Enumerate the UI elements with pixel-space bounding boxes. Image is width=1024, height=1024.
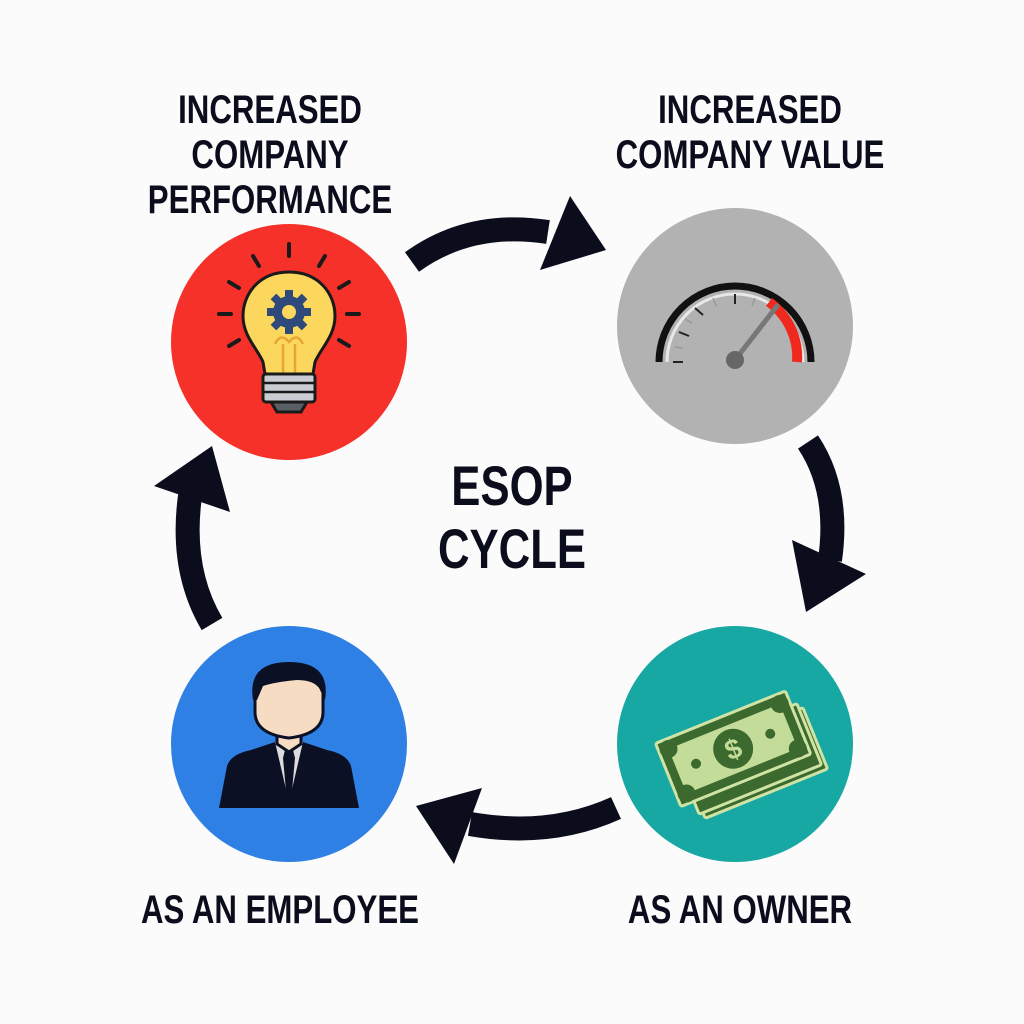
label-as-an-owner: AS AN OWNER — [600, 888, 881, 933]
node-employee — [171, 626, 407, 862]
businessman-icon — [219, 662, 359, 808]
speedometer-gauge-icon — [655, 282, 815, 369]
label-increased-company-performance: INCREASED COMPANY PERFORMANCE — [106, 88, 434, 222]
label-line: AS AN OWNER — [627, 888, 853, 932]
label-line: INCREASED COMPANY — [178, 88, 362, 177]
label-increased-company-value: INCREASED COMPANY VALUE — [602, 88, 898, 178]
label-as-an-employee: AS AN EMPLOYEE — [132, 888, 428, 933]
label-line: INCREASED — [658, 88, 842, 132]
arrow-owner-to-employee — [416, 788, 621, 864]
label-line: COMPANY VALUE — [615, 132, 885, 177]
arrow-value-to-owner — [792, 435, 866, 612]
arrow-performance-to-value — [404, 196, 606, 272]
center-title-line: CYCLE — [437, 516, 587, 580]
lightbulb-gear-icon — [217, 242, 361, 414]
label-line: AS AN EMPLOYEE — [141, 888, 419, 932]
node-value — [617, 208, 853, 444]
label-line: PERFORMANCE — [147, 177, 393, 222]
node-performance — [171, 224, 407, 460]
money-bills-icon: $ — [654, 690, 829, 820]
center-title-line: ESOP — [451, 454, 573, 517]
arrow-employee-to-performance — [154, 446, 230, 631]
center-title: ESOP CYCLE — [434, 454, 590, 580]
node-owner: $ — [617, 626, 853, 862]
